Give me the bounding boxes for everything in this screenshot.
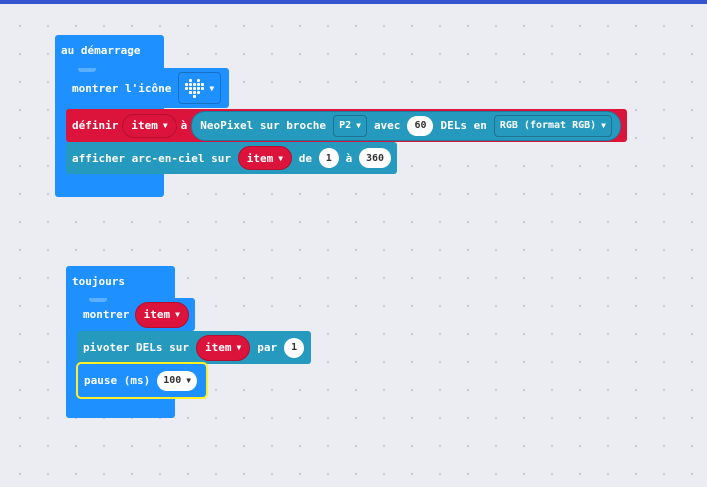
variable-dropdown[interactable]: item ▼ bbox=[237, 146, 293, 170]
forever-label: toujours bbox=[72, 275, 125, 288]
led-pixel bbox=[197, 78, 201, 82]
led-pixel bbox=[189, 90, 193, 94]
led-count-input[interactable]: 60 bbox=[407, 115, 434, 136]
led-pixel bbox=[201, 82, 205, 86]
mode-value: RGB (format RGB) bbox=[499, 120, 597, 131]
with-label: avec bbox=[373, 119, 401, 132]
led-pixel bbox=[185, 82, 189, 86]
led-pixel bbox=[193, 82, 197, 86]
variable-name: item bbox=[246, 151, 274, 165]
to-label: à bbox=[180, 119, 188, 132]
led-pixel bbox=[193, 78, 197, 82]
led-pixel bbox=[197, 82, 201, 86]
led-pixel bbox=[185, 78, 189, 82]
block-notch bbox=[78, 68, 96, 72]
led-pixel bbox=[189, 86, 193, 90]
led-pixel bbox=[201, 78, 205, 82]
rainbow-label: afficher arc-en-ciel sur bbox=[72, 151, 231, 165]
icon-picker-dropdown[interactable]: ▼ bbox=[178, 72, 222, 104]
top-accent-bar bbox=[0, 0, 707, 4]
rotate-amount-input[interactable]: 1 bbox=[284, 337, 305, 358]
show-icon-block[interactable]: montrer l'icône ▼ bbox=[66, 68, 229, 108]
led-pixel bbox=[193, 90, 197, 94]
variable-name: item bbox=[204, 341, 232, 354]
set-variable-block[interactable]: définir item▼ à NeoPixel sur broche P2▼ … bbox=[66, 109, 627, 142]
led-pixel bbox=[185, 90, 189, 94]
on-start-label: au démarrage bbox=[61, 44, 141, 57]
led-pixel bbox=[193, 86, 197, 90]
led-pixel bbox=[197, 90, 201, 94]
led-pixel bbox=[197, 94, 201, 98]
rotate-leds-block[interactable]: pivoter DELs sur item ▼ par 1 bbox=[77, 331, 311, 364]
rotate-label: pivoter DELs sur bbox=[83, 341, 189, 354]
led-pixel bbox=[201, 90, 205, 94]
variable-dropdown[interactable]: item ▼ bbox=[122, 113, 177, 138]
heart-icon bbox=[185, 78, 205, 98]
pause-duration-dropdown[interactable]: 100 ▼ bbox=[157, 370, 198, 391]
pin-value: P2 bbox=[339, 120, 352, 131]
led-pixel bbox=[201, 86, 205, 90]
variable-name: item bbox=[131, 119, 158, 132]
block-notch bbox=[89, 298, 107, 302]
chevron-down-icon: ▼ bbox=[162, 121, 168, 130]
chevron-down-icon: ▼ bbox=[209, 83, 215, 93]
show-rainbow-block[interactable]: afficher arc-en-ciel sur item ▼ de 1 à 36… bbox=[66, 142, 397, 174]
chevron-down-icon: ▼ bbox=[186, 376, 192, 385]
pause-value: 100 bbox=[163, 375, 182, 386]
chevron-down-icon: ▼ bbox=[356, 121, 361, 130]
to-label: à bbox=[345, 151, 353, 165]
neopixel-label: NeoPixel sur broche bbox=[200, 119, 327, 132]
chevron-down-icon: ▼ bbox=[601, 121, 606, 130]
pin-dropdown[interactable]: P2 ▼ bbox=[333, 114, 367, 137]
from-label: de bbox=[298, 151, 313, 165]
pause-label: pause (ms) bbox=[84, 374, 151, 387]
variable-dropdown[interactable]: item ▼ bbox=[134, 301, 189, 328]
hue-end-input[interactable]: 360 bbox=[358, 148, 391, 168]
pause-block[interactable]: pause (ms) 100 ▼ bbox=[76, 362, 208, 399]
mode-dropdown[interactable]: RGB (format RGB) ▼ bbox=[493, 114, 612, 137]
led-pixel bbox=[185, 94, 189, 98]
led-pixel bbox=[185, 86, 189, 90]
by-label: par bbox=[257, 341, 278, 354]
hue-start-input[interactable]: 1 bbox=[318, 148, 339, 168]
led-pixel bbox=[201, 94, 205, 98]
led-pixel bbox=[197, 86, 201, 90]
set-label: définir bbox=[72, 119, 119, 132]
led-pixel bbox=[193, 94, 197, 98]
chevron-down-icon: ▼ bbox=[236, 343, 242, 352]
led-pixel bbox=[189, 82, 193, 86]
chevron-down-icon: ▼ bbox=[278, 153, 284, 163]
variable-dropdown[interactable]: item ▼ bbox=[195, 334, 251, 361]
neopixel-create-block[interactable]: NeoPixel sur broche P2▼ avec 60 DELs en … bbox=[191, 110, 621, 141]
show-label: montrer bbox=[83, 308, 130, 321]
chevron-down-icon: ▼ bbox=[175, 310, 180, 319]
show-icon-label: montrer l'icône bbox=[72, 81, 172, 95]
leds-label: DELs en bbox=[440, 119, 487, 132]
led-pixel bbox=[189, 78, 193, 82]
variable-name: item bbox=[143, 308, 171, 321]
led-pixel bbox=[189, 94, 193, 98]
show-value-block[interactable]: montrer item ▼ bbox=[77, 298, 195, 331]
